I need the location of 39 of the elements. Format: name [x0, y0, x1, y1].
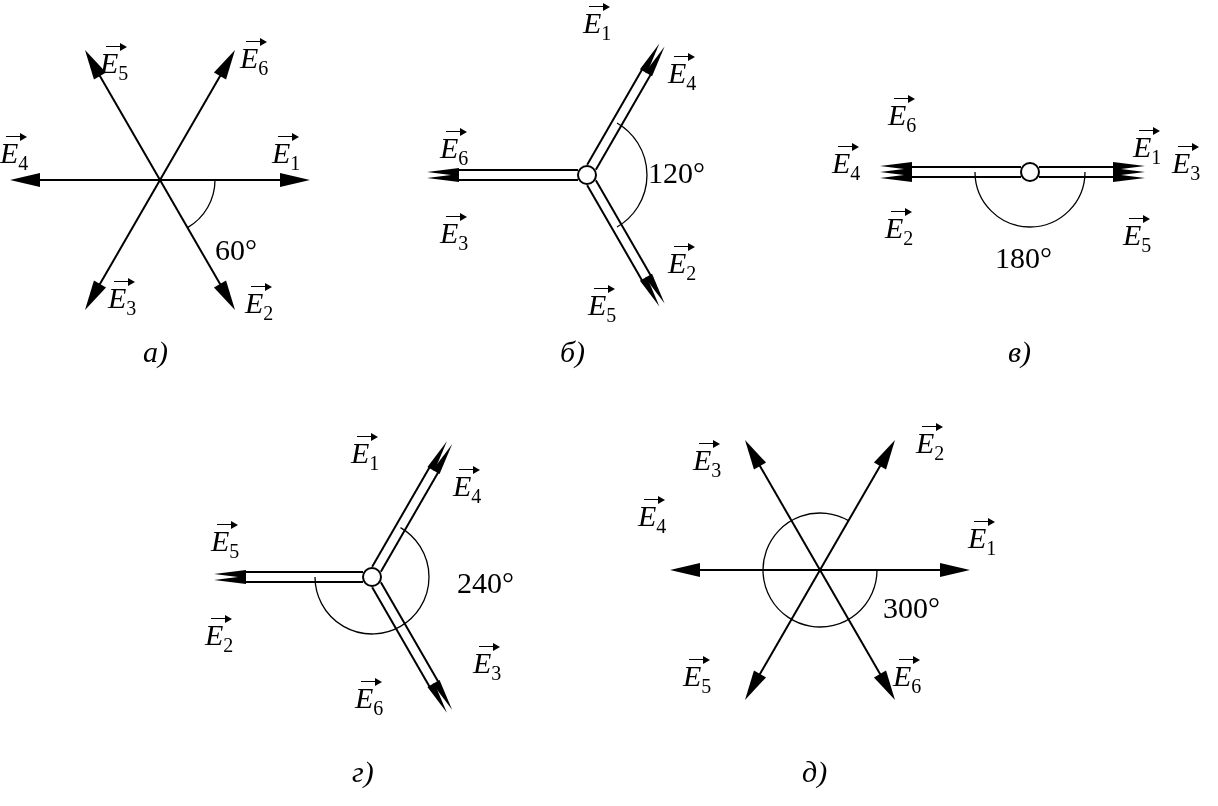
angle-label: 240°: [457, 568, 514, 598]
phasor-label: E$_{5}$: [1123, 212, 1152, 250]
phasor-label: E$_{2}$: [668, 240, 697, 278]
phasor-label: E$_{2}$: [245, 280, 274, 318]
phasor-label: E$_{1}$: [351, 430, 380, 468]
panel-letter: а): [143, 337, 168, 367]
phasor-label: E$_{5}$: [683, 653, 712, 691]
phasor-label: E$_{3}$: [1172, 140, 1201, 178]
phasor-label: E$_{6}$: [355, 675, 384, 713]
phasor-label: E$_{2}$: [916, 420, 945, 458]
angle-label: 120°: [648, 158, 705, 188]
phasor-label: E$_{3}$: [473, 640, 502, 678]
angle-label: 60°: [215, 235, 257, 265]
phasor-label: E$_{4}$: [832, 140, 861, 178]
panel-letter: д): [802, 757, 828, 787]
panel-letter: в): [1008, 337, 1031, 367]
phasor-label: E$_{3}$: [108, 275, 137, 313]
phasor-label: E$_{6}$: [240, 35, 269, 73]
phasor-label: E$_{1}$: [272, 130, 301, 168]
angle-label: 300°: [883, 593, 940, 623]
angle-label: 180°: [995, 243, 1052, 273]
phasor-label: E$_{2}$: [205, 612, 234, 650]
phasor-label: E$_{5}$: [211, 518, 240, 556]
phasor-label: E$_{6}$: [888, 92, 917, 130]
phasor-label: E$_{2}$: [885, 205, 914, 243]
phasor-label: E$_{5}$: [588, 282, 617, 320]
phasor-label: E$_{1}$: [1133, 124, 1162, 162]
phasor-label: E$_{1}$: [968, 515, 997, 553]
phasor-label: E$_{3}$: [693, 437, 722, 475]
panel-letter: б): [560, 337, 586, 367]
phasor-label: E$_{4}$: [668, 50, 697, 88]
phasor-label: E$_{1}$: [583, 0, 612, 38]
phasor-label: E$_{4}$: [453, 463, 482, 501]
panel-letter: г): [352, 757, 374, 787]
phasor-label: E$_{4}$: [0, 130, 29, 168]
phasor-label: E$_{6}$: [893, 653, 922, 691]
phasor-label: E$_{6}$: [440, 125, 469, 163]
phasor-label: E$_{4}$: [638, 493, 667, 531]
phasor-label: E$_{3}$: [440, 210, 469, 248]
